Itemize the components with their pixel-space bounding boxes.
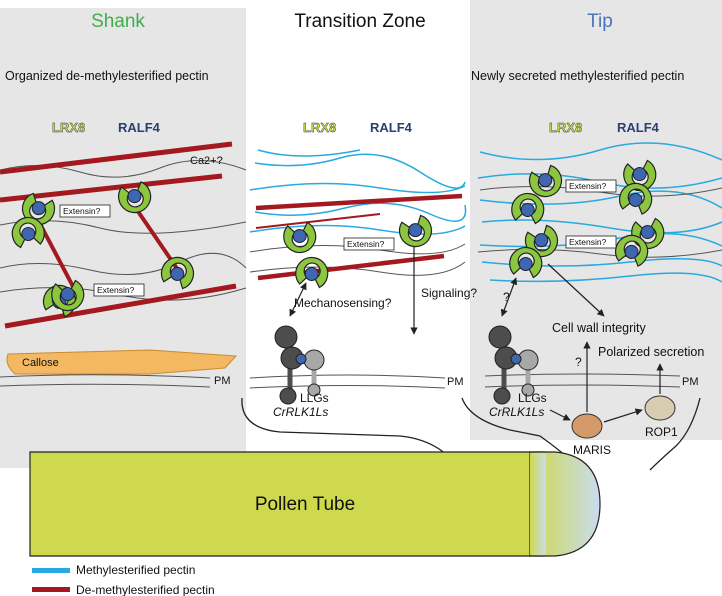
- demethyl-pectin-strand: [0, 141, 233, 175]
- maris-label: MARIS: [573, 443, 611, 457]
- receptor-complex-tip: [488, 325, 539, 405]
- extensin-box: Extensin?: [93, 283, 145, 297]
- crrlk1ls-label-tip: CrRLK1Ls: [489, 405, 544, 419]
- callose-label: Callose: [22, 357, 59, 369]
- shank-title: Shank: [91, 11, 145, 32]
- polarized-secretion-label: Polarized secretion: [598, 345, 704, 359]
- lrx8-label-tip: LRX8: [549, 120, 582, 135]
- lrx8-label-shank: LRX8: [52, 120, 85, 135]
- cell-wall-integrity-label: Cell wall integrity: [552, 321, 647, 335]
- extensin-box: Extensin?: [565, 235, 617, 249]
- demethyl-pectin-strand: [0, 173, 223, 203]
- extensin-box: Extensin?: [565, 179, 617, 193]
- legend-swatch-methylesterified: [32, 568, 70, 573]
- pm-label-tip: PM: [682, 376, 699, 388]
- receptor-complex-transition: [274, 325, 325, 405]
- transition-title: Transition Zone: [294, 11, 425, 32]
- llgs-label-tip: LLGs: [518, 391, 547, 405]
- legend-label-methylesterified: Methylesterified pectin: [76, 563, 195, 577]
- svg-text:Extensin?: Extensin?: [569, 237, 607, 247]
- pm-label-shank: PM: [214, 375, 231, 387]
- ralf4-label-shank: RALF4: [118, 120, 161, 135]
- legend-label-demethylesterified: De-methylesterified pectin: [76, 583, 215, 596]
- tip-subtitle: Newly secreted methylesterified pectin: [471, 69, 684, 83]
- extensin-box: Extensin?: [59, 204, 111, 218]
- transition-cell-wall: [249, 149, 467, 290]
- rop1-node: [644, 395, 676, 421]
- mechanosensing-arrow: [289, 282, 307, 317]
- question-mark-lower: ?: [575, 355, 582, 369]
- llgs-label-transition: LLGs: [300, 391, 329, 405]
- demethyl-pectin-strand: [4, 283, 237, 329]
- maris-node: [571, 413, 603, 439]
- ralf4-label-transition: RALF4: [370, 120, 413, 135]
- signaling-label: Signaling?: [421, 286, 477, 300]
- rop1-label: ROP1: [645, 425, 678, 439]
- svg-text:Extensin?: Extensin?: [569, 181, 607, 191]
- crrlk1ls-label-transition: CrRLK1Ls: [273, 405, 328, 419]
- svg-text:Extensin?: Extensin?: [63, 206, 101, 216]
- svg-text:Extensin?: Extensin?: [97, 285, 135, 295]
- mechanosensing-label: Mechanosensing?: [294, 296, 392, 310]
- question-mark-upper: ?: [503, 290, 510, 304]
- lrx8-label-transition: LRX8: [303, 120, 336, 135]
- extensin-box: Extensin?: [343, 237, 395, 251]
- tip-cell-wall: [477, 142, 722, 283]
- ralf4-label-tip: RALF4: [617, 120, 660, 135]
- callose-layer: [6, 349, 238, 375]
- svg-text:Extensin?: Extensin?: [347, 239, 385, 249]
- pollen-tube-label: Pollen Tube: [255, 494, 355, 515]
- shank-cell-wall: [0, 141, 247, 329]
- tip-title: Tip: [587, 11, 613, 32]
- pm-label-transition: PM: [447, 376, 464, 388]
- calcium-label: Ca2+?: [190, 155, 223, 167]
- legend: Methylesterified pectin De-methylesterif…: [32, 563, 215, 596]
- legend-swatch-demethylesterified: [32, 587, 70, 592]
- shank-subtitle: Organized de-methylesterified pectin: [5, 69, 209, 83]
